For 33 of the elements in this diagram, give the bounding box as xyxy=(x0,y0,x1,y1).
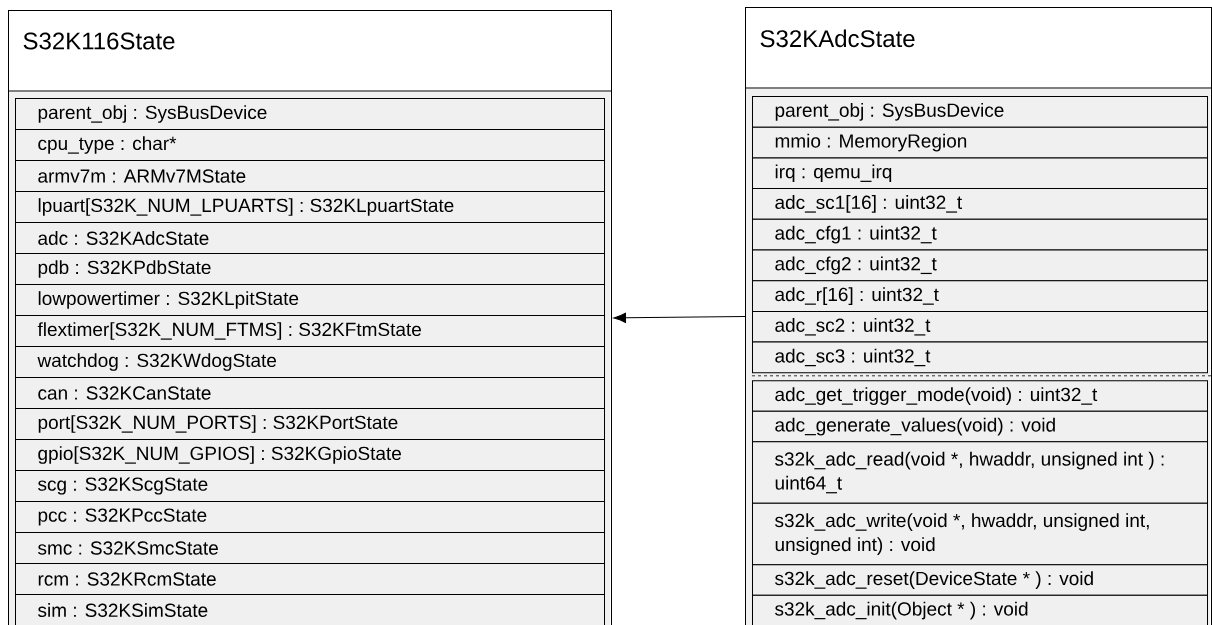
attribute-row: port[S32K_NUM_PORTS] : S32KPortState xyxy=(15,408,605,440)
attribute-row: adc_cfg2 : uint32_t xyxy=(752,249,1208,282)
attribute-row: flextimer[S32K_NUM_FTMS] : S32KFtmState xyxy=(15,315,605,347)
attribute-row: pcc : S32KPccState xyxy=(15,501,605,533)
method-row: adc_get_trigger_mode(void) : uint32_t xyxy=(752,380,1208,412)
attribute-row: rcm : S32KRcmState xyxy=(15,563,605,595)
attribute-row: irq : qemu_irq xyxy=(752,157,1208,190)
attribute-row: parent_obj : SysBusDevice xyxy=(15,98,605,130)
attribute-row: adc_r[16] : uint32_t xyxy=(752,280,1208,312)
attribute-row: lowpowertimer : S32KLpitState xyxy=(15,284,605,316)
attribute-row: pdb : S32KPdbState xyxy=(15,253,605,285)
attribute-row: adc_sc2 : uint32_t xyxy=(752,310,1208,343)
attribute-row: armv7m : ARMv7MState xyxy=(15,160,605,192)
attribute-row: parent_obj : SysBusDevice xyxy=(752,96,1208,128)
attribute-row: can : S32KCanState xyxy=(15,377,605,409)
method-row: s32k_adc_reset(DeviceState * ) : void xyxy=(752,564,1208,596)
method-row: s32k_adc_read(void *, hwaddr, unsigned int ) : uint64_t xyxy=(752,441,1208,504)
attribute-row: sim : S32KSimState xyxy=(15,594,605,625)
arrow xyxy=(613,312,746,323)
attribute-row: gpio[S32K_NUM_GPIOS] : S32KGpioState xyxy=(15,439,605,471)
attribute-row: lpuart[S32K_NUM_LPUARTS] : S32KLpuartState xyxy=(15,191,605,223)
attribute-row: mmio : MemoryRegion xyxy=(752,126,1208,159)
attribute-row: scg : S32KScgState xyxy=(15,470,605,502)
attribute-row: adc_cfg1 : uint32_t xyxy=(752,218,1208,251)
attribute-row: smc : S32KSmcState xyxy=(15,532,605,564)
method-row: adc_generate_values(void) : void xyxy=(752,410,1208,443)
attribute-row: cpu_type : char* xyxy=(15,129,605,161)
attribute-row: adc : S32KAdcState xyxy=(15,222,605,254)
method-row: s32k_adc_init(Object * ) : void xyxy=(752,594,1208,625)
attribute-row: watchdog : S32KWdogState xyxy=(15,346,605,378)
node-label: s32k_adc_init(Object * ) : void xyxy=(775,601,1028,620)
attribute-row: adc_sc1[16] : uint32_t xyxy=(752,188,1208,220)
attribute-row: adc_sc3 : uint32_t xyxy=(752,341,1208,374)
